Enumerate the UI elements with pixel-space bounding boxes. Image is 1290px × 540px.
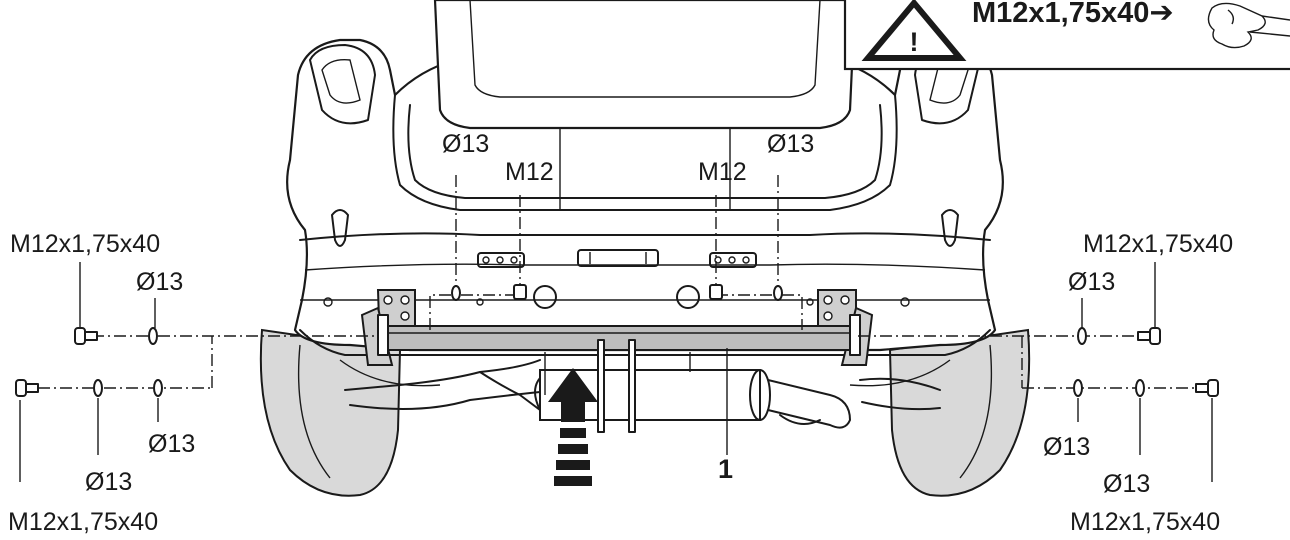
right-lower-washer-outer-icon	[1135, 379, 1145, 397]
right-lower-bolt-icon	[1195, 379, 1219, 397]
label-right-lower-washer-inner: Ø13	[1043, 433, 1090, 461]
label-top-right-washer: Ø13	[767, 130, 814, 158]
car-body	[286, 0, 1004, 387]
label-left-upper-washer: Ø13	[136, 268, 183, 296]
label-top-left-washer: Ø13	[442, 130, 489, 158]
left-lower-washer-inner-icon	[153, 379, 163, 397]
label-left-upper-bolt: M12x1,75x40	[10, 230, 160, 258]
label-part-number: 1	[718, 454, 733, 484]
assembly-lines	[19, 175, 1213, 482]
left-tire	[259, 328, 402, 497]
left-nut-icon	[513, 284, 527, 300]
top-right-washer-icon	[773, 285, 783, 301]
warning-symbol: !	[910, 27, 919, 57]
label-right-upper-washer: Ø13	[1068, 268, 1115, 296]
right-lower-washer-inner-icon	[1073, 379, 1083, 397]
label-left-lower-washer-outer: Ø13	[85, 468, 132, 496]
left-upper-bolt-icon	[74, 327, 98, 345]
left-lower-washer-outer-icon	[93, 379, 103, 397]
insert-direction-arrow	[548, 368, 598, 486]
warning-torque-text: M12x1,75x40➔	[972, 0, 1174, 29]
label-left-lower-bolt: M12x1,75x40	[8, 508, 158, 536]
fasteners	[15, 284, 1219, 397]
label-right-lower-bolt: M12x1,75x40	[1070, 508, 1220, 536]
label-right-nut: M12	[698, 158, 747, 186]
left-lower-bolt-icon	[15, 379, 39, 397]
right-upper-washer-icon	[1077, 327, 1087, 345]
labels: Ø13 Ø13 M12 M12 M12x1,75x40 Ø13 Ø13 Ø13 …	[8, 130, 1233, 536]
warning-triangle-icon: !	[861, 0, 967, 61]
warning-box: ! M12x1,75x40➔	[843, 0, 1290, 71]
right-tire	[888, 328, 1031, 497]
exhaust	[344, 359, 941, 429]
label-right-upper-bolt: M12x1,75x40	[1083, 230, 1233, 258]
right-upper-bolt-icon	[1137, 327, 1161, 345]
top-left-washer-icon	[451, 285, 461, 301]
label-left-lower-washer-inner: Ø13	[148, 430, 195, 458]
left-upper-washer-icon	[148, 327, 158, 345]
label-left-nut: M12	[505, 158, 554, 186]
towbar-part-1	[360, 289, 874, 433]
right-nut-icon	[709, 284, 723, 300]
hand-tighten-icon	[1207, 2, 1290, 49]
label-right-lower-washer-outer: Ø13	[1103, 470, 1150, 498]
